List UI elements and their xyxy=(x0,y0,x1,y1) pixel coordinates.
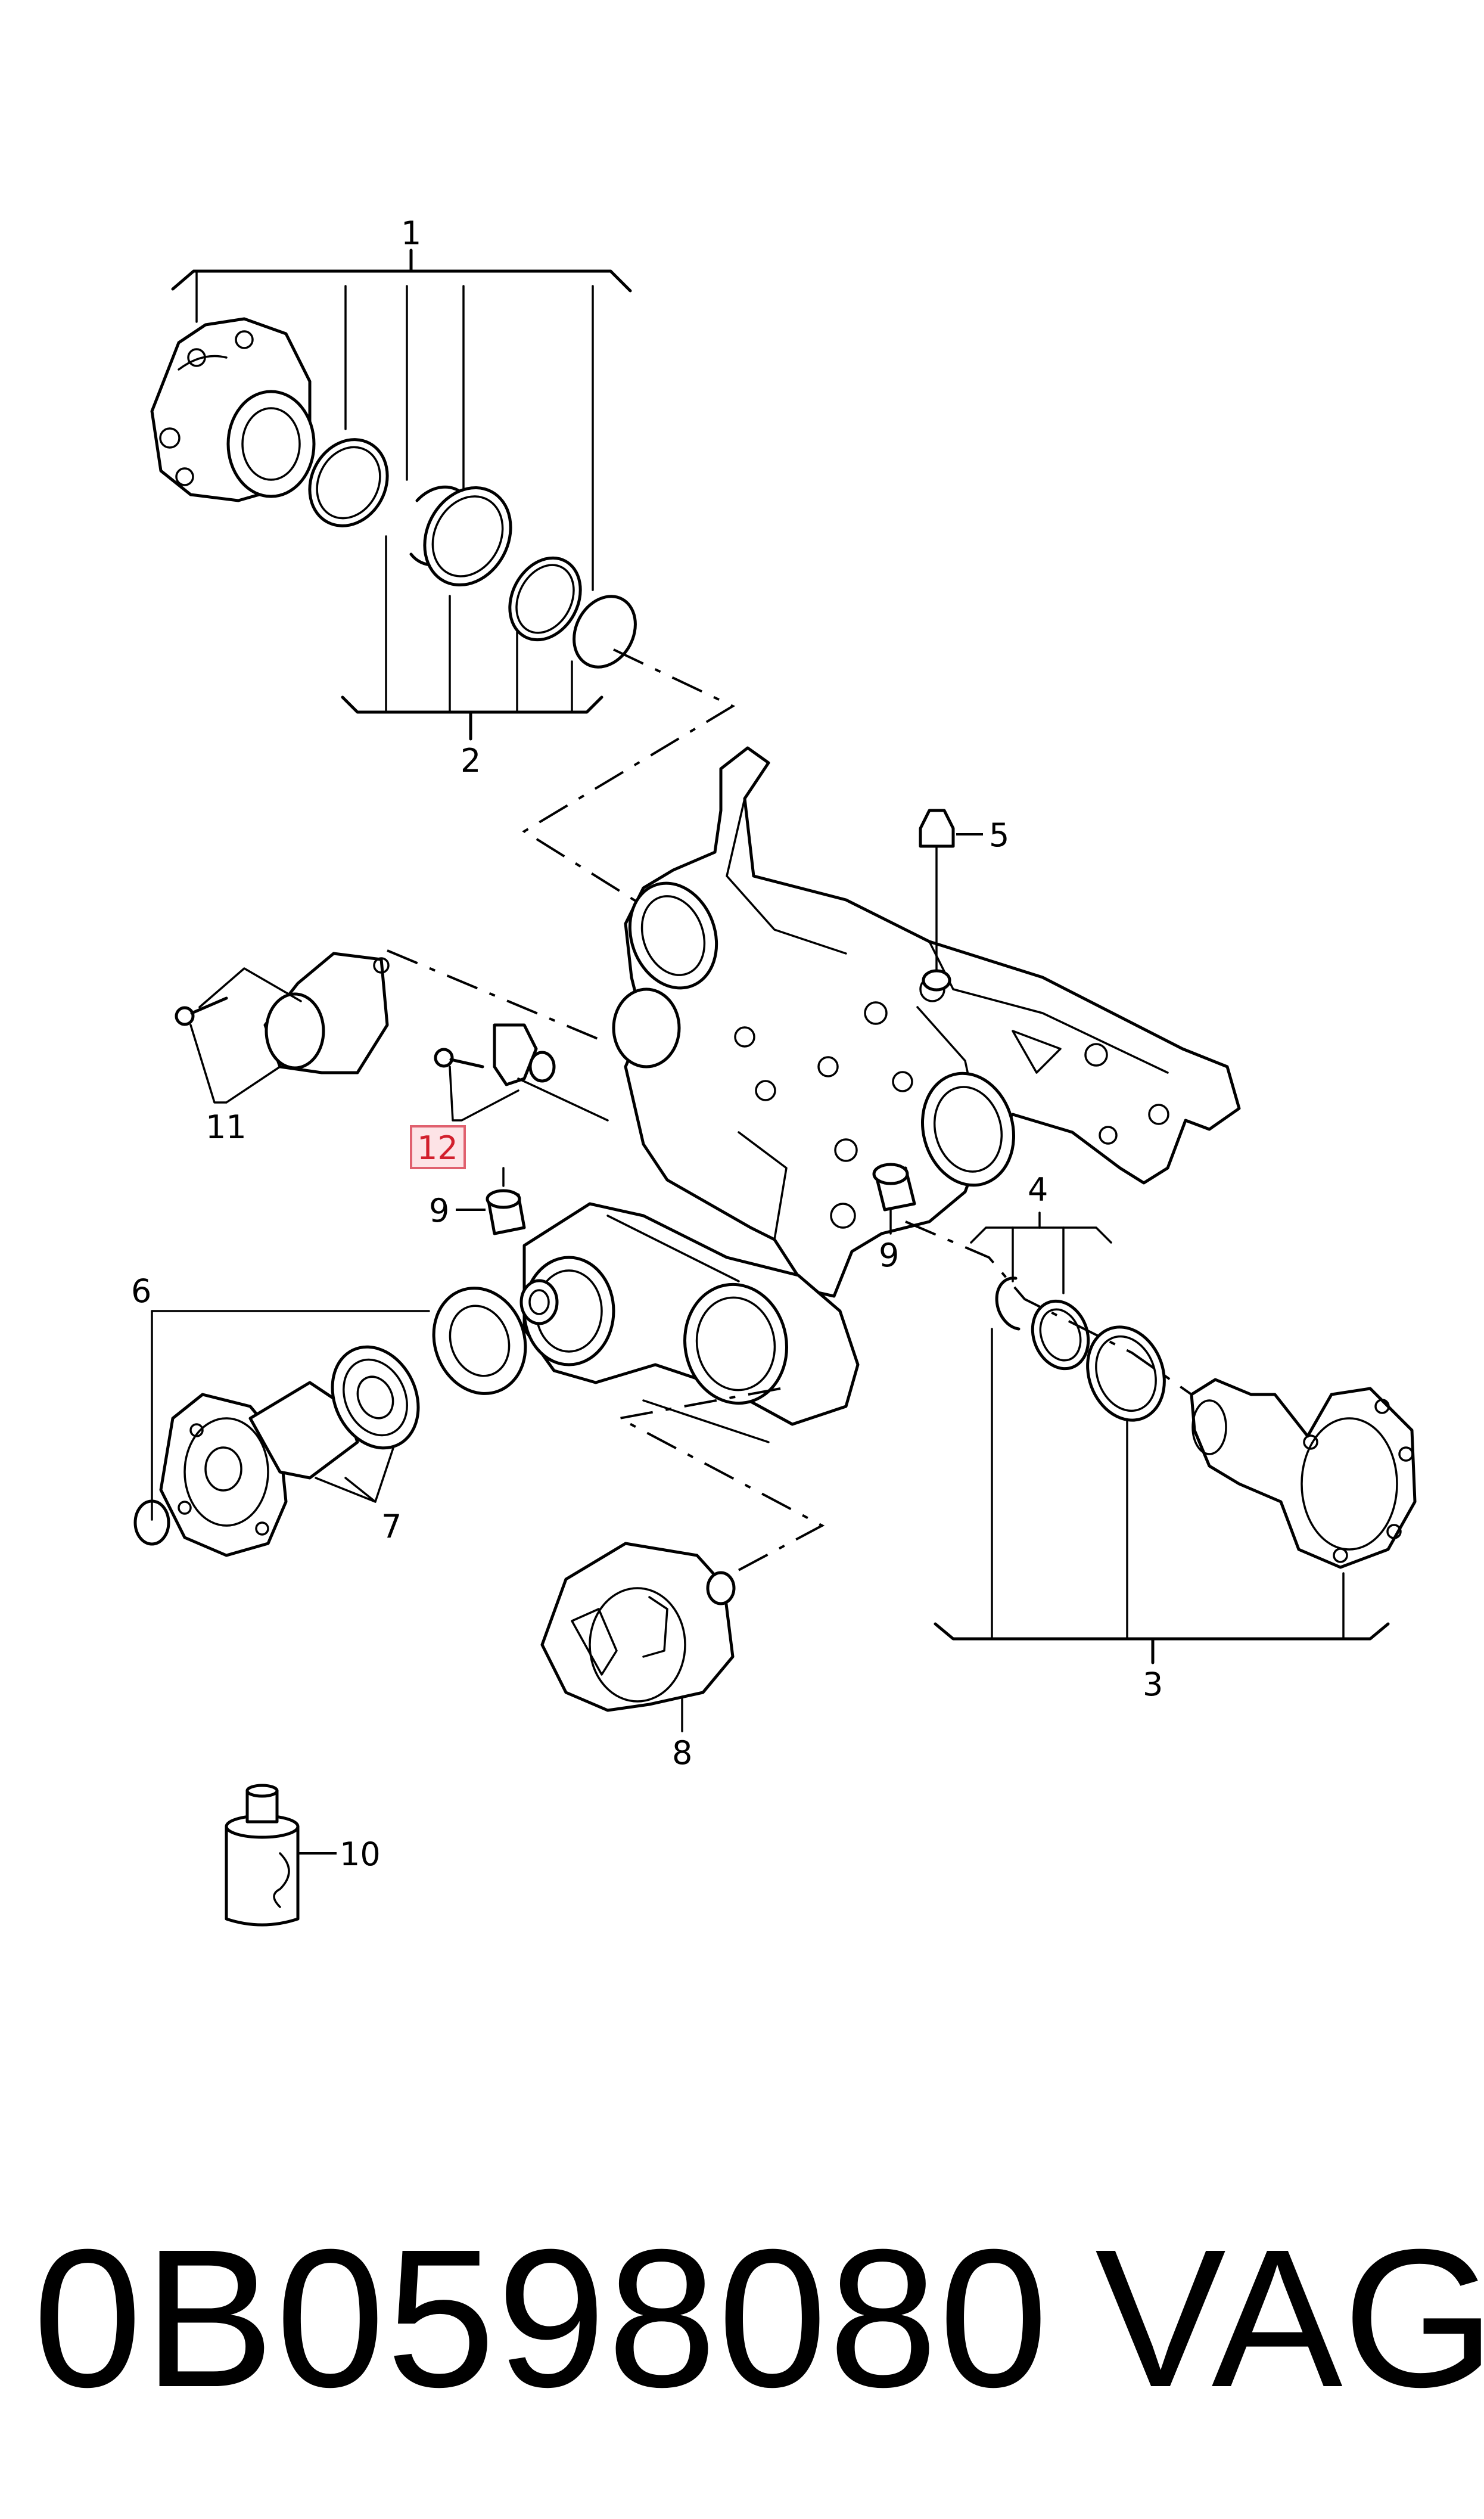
axis-line-4 xyxy=(615,1387,825,1574)
callout-7: 7 xyxy=(381,1508,402,1545)
bracket-2 xyxy=(341,535,603,741)
circlip-4 xyxy=(995,1276,1021,1331)
bracket-3 xyxy=(934,1328,1390,1664)
oring-6 xyxy=(133,1499,170,1546)
bracket-4 xyxy=(970,1212,1112,1294)
axis-line-1 xyxy=(522,648,736,907)
output-flange-3 xyxy=(1190,1378,1417,1569)
shaft-seal-6 xyxy=(432,1287,527,1395)
axis-line-2 xyxy=(387,949,608,1044)
axis-line-3 xyxy=(905,1220,1193,1396)
part-number: 0B0598080 xyxy=(33,2208,1050,2428)
callout-2: 2 xyxy=(461,742,481,779)
bracket-6 xyxy=(151,1310,430,1521)
spring-washer-7 xyxy=(331,1345,420,1450)
callout-12-highlight xyxy=(410,1125,466,1169)
bracket-1 xyxy=(171,249,632,591)
leader-11 xyxy=(189,1024,281,1104)
oring-1 xyxy=(573,595,637,669)
bolt-12 xyxy=(434,1048,484,1069)
sensor-12 xyxy=(493,1023,609,1122)
callout-4: 4 xyxy=(1028,1171,1048,1209)
callout-9a: 9 xyxy=(429,1192,449,1229)
bushing-9-left xyxy=(486,1189,526,1235)
ring-3 xyxy=(1086,1325,1166,1422)
actuator-11 xyxy=(263,952,390,1074)
rubber-mount-8 xyxy=(540,1542,736,1712)
footer: 0B0598080 VAG xyxy=(0,2214,1484,2422)
ring-4 xyxy=(1031,1299,1090,1371)
leader-12 xyxy=(449,1066,519,1122)
brand-label: VAG xyxy=(1095,2208,1484,2428)
callout-5: 5 xyxy=(989,816,1009,854)
callout-6: 6 xyxy=(131,1272,151,1310)
ring-1a xyxy=(308,438,389,527)
callout-1: 1 xyxy=(401,215,421,252)
exploded-parts-diagram: 1 2 xyxy=(131,215,1417,1927)
callout-8: 8 xyxy=(672,1734,692,1772)
callout-11: 11 xyxy=(206,1108,247,1146)
bolt-11 xyxy=(175,996,228,1026)
callout-10: 10 xyxy=(340,1835,381,1873)
callout-12: 12 xyxy=(417,1129,458,1167)
callout-9b: 9 xyxy=(879,1237,899,1274)
ring-1b xyxy=(423,486,512,587)
drive-flange-6 xyxy=(159,1381,359,1557)
drain-plug-5 xyxy=(919,809,955,992)
rear-axle-differential-housing xyxy=(612,746,1241,1298)
callout-3: 3 xyxy=(1143,1666,1163,1703)
flange-housing-top xyxy=(150,317,316,502)
oil-bottle-10 xyxy=(225,1784,300,1927)
pinion-shaft-end xyxy=(519,1279,559,1325)
bushing-9-right xyxy=(872,1163,916,1212)
ring-1c xyxy=(508,556,582,642)
